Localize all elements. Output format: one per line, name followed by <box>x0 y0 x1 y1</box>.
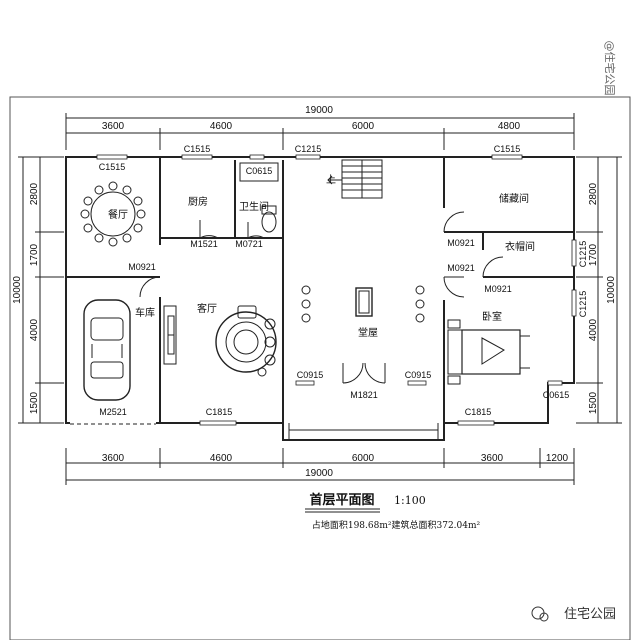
room-label-bedroom: 卧室 <box>482 310 502 323</box>
stairs-up-label: 上 <box>326 174 336 186</box>
dim-bottom-seg: 4600 <box>210 453 233 464</box>
door-garage <box>139 276 161 298</box>
dim-bottom-total: 19000 <box>305 468 333 479</box>
dim-right-total: 10000 <box>606 276 617 304</box>
drawing-scale: 1:100 <box>394 494 426 507</box>
code-label: M0921 <box>447 238 475 248</box>
door-cloak <box>482 256 504 278</box>
code-label: M0721 <box>235 239 263 249</box>
drawing-frame <box>9 96 631 640</box>
room-label-cloakroom: 衣帽间 <box>505 240 535 253</box>
window-hall-left <box>295 380 315 386</box>
car <box>83 299 131 401</box>
dim-right-seg: 1700 <box>588 243 599 266</box>
room-label-kitchen: 厨房 <box>188 195 208 208</box>
code-label: C0615 <box>246 166 273 176</box>
code-label: C0915 <box>297 370 324 380</box>
dim-top-total: 19000 <box>305 105 333 116</box>
dim-top-seg: 6000 <box>352 121 375 132</box>
door-bedroom <box>443 276 465 298</box>
code-label: C1215 <box>578 241 588 268</box>
code-label: C1215 <box>295 144 322 154</box>
code-label: C1515 <box>184 144 211 154</box>
room-label-storage: 储藏间 <box>499 192 529 205</box>
tv-cabinet <box>163 305 177 365</box>
dim-top-seg: 3600 <box>102 121 125 132</box>
round-sofa <box>215 305 277 377</box>
dim-left-seg: 1500 <box>29 391 40 414</box>
dim-right-seg: 2800 <box>588 182 599 205</box>
code-label: C1515 <box>494 144 521 154</box>
watermark-brand: 住宅公园 <box>564 607 616 622</box>
window-bed-corner <box>547 380 563 386</box>
code-label: M0921 <box>128 262 156 272</box>
stairs <box>327 159 383 199</box>
door-hall-main <box>342 362 386 384</box>
dim-bottom-seg: 6000 <box>352 453 375 464</box>
area-note: 占地面积198.68m²建筑总面积372.04m² <box>312 519 481 531</box>
room-label-living: 客厅 <box>197 302 217 315</box>
door-storage <box>443 211 465 233</box>
dims-top: 19000 3600 4600 6000 4800 <box>65 105 575 150</box>
dim-top-seg: 4800 <box>498 121 521 132</box>
window-dining <box>96 154 128 160</box>
window-kitchen <box>181 154 213 160</box>
dim-bottom-seg: 3600 <box>481 453 504 464</box>
dim-left-seg: 2800 <box>29 182 40 205</box>
window-hall-right <box>407 380 427 386</box>
dim-bottom-seg: 3600 <box>102 453 125 464</box>
door-bath <box>247 222 265 239</box>
bath-fixtures <box>239 162 279 233</box>
room-label-bathroom: 卫生间 <box>239 200 269 213</box>
code-label: C1815 <box>465 407 492 417</box>
room-label-dining: 餐厅 <box>108 208 128 221</box>
door-kitchen <box>199 220 219 239</box>
dims-bottom: 3600 4600 6000 3600 1200 19000 <box>65 448 575 485</box>
dim-right-seg: 1500 <box>588 391 599 414</box>
windows <box>96 154 577 426</box>
dim-right-seg: 4000 <box>588 318 599 341</box>
code-label: M1521 <box>190 239 218 249</box>
code-label: C0615 <box>543 390 570 400</box>
bed <box>447 319 530 385</box>
dim-left-total: 10000 <box>12 276 23 304</box>
window-hall-top <box>295 154 321 160</box>
dims-right: 10000 2800 1700 4000 1500 <box>576 156 622 424</box>
code-label: M0921 <box>484 284 512 294</box>
dim-top-seg: 4600 <box>210 121 233 132</box>
room-label-hall: 堂屋 <box>358 327 378 339</box>
dining-table <box>80 181 146 247</box>
dim-bottom-seg: 1200 <box>546 453 569 464</box>
window-bedroom <box>457 420 495 426</box>
drawing-title: 首层平面图 <box>309 492 374 508</box>
watermark-vertical: @住宅公园 <box>603 41 617 96</box>
window-cloak <box>571 239 577 267</box>
code-label: C1215 <box>578 291 588 318</box>
window-bath <box>249 154 265 160</box>
code-label: M2521 <box>99 407 127 417</box>
window-living <box>199 420 237 426</box>
code-label: C1815 <box>206 407 233 417</box>
hall-table <box>301 285 425 323</box>
room-label-garage: 车库 <box>135 306 155 319</box>
dim-left-seg: 1700 <box>29 243 40 266</box>
doors <box>139 211 504 384</box>
code-label: C1515 <box>99 162 126 172</box>
window-storage <box>491 154 523 160</box>
window-bedroom-side <box>571 289 577 317</box>
code-label: C0915 <box>405 370 432 380</box>
dims-left: 10000 2800 1700 4000 1500 <box>12 156 64 424</box>
code-label: M0921 <box>447 263 475 273</box>
code-label: M1821 <box>350 390 378 400</box>
watermark-bottom: 住宅公园 <box>531 606 616 622</box>
dim-left-seg: 4000 <box>29 318 40 341</box>
